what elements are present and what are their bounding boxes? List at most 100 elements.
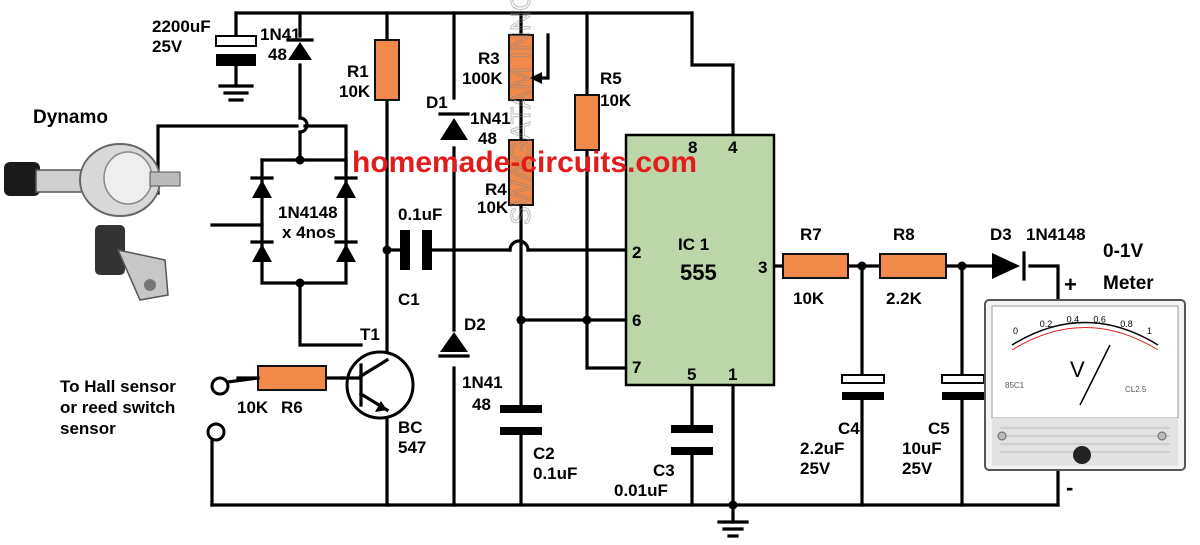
meter-scale-label: 0 <box>1013 326 1018 336</box>
meter-model: 85C1 <box>1005 381 1025 390</box>
r7-name: R7 <box>800 225 822 244</box>
c5-voltage: 25V <box>902 459 933 478</box>
resistor-r1: R1 10K <box>339 39 400 101</box>
d3-name: D3 <box>990 225 1012 244</box>
r4-value: 10K <box>477 198 509 217</box>
c2-name: C2 <box>533 444 555 463</box>
ic-name: IC 1 <box>678 235 709 254</box>
r1-name: R1 <box>347 62 369 81</box>
t1-name: T1 <box>360 325 380 344</box>
c3-name: C3 <box>653 461 675 480</box>
junction-dots <box>295 155 967 510</box>
diode-d2: D2 1N41 48 <box>438 315 503 414</box>
resistor-r4: R4 10K <box>477 139 534 217</box>
transistor-t1: T1 BC 547 <box>340 325 426 457</box>
wires <box>156 11 1060 524</box>
r5-value: 10K <box>600 91 632 110</box>
meter-plus: + <box>1064 272 1077 297</box>
d-top-name2: 48 <box>268 45 287 64</box>
r3-name: R3 <box>478 49 500 68</box>
c4-name: C4 <box>838 419 860 438</box>
d2-part2: 48 <box>472 395 491 414</box>
meter-scale-label: 0.6 <box>1093 315 1106 325</box>
capacitor-c4: C4 2.2uF 25V <box>800 374 885 478</box>
c1-value: 0.1uF <box>398 205 442 224</box>
c5-value: 10uF <box>902 439 942 458</box>
ic-pin2: 2 <box>632 243 641 262</box>
t1-part2: 547 <box>398 438 426 457</box>
voltmeter: V 85C1 CL2.5 0 0.2 0.4 0.6 0.8 1 0-1V Meter +… <box>984 241 1186 500</box>
meter-scale-label: 0.4 <box>1067 315 1080 325</box>
bridge-name: 1N4148 <box>278 203 338 222</box>
potentiometer-r3: R3 100K <box>462 34 542 101</box>
r8-name: R8 <box>893 225 915 244</box>
meter-title2: Meter <box>1103 273 1154 294</box>
c4-voltage: 25V <box>800 459 831 478</box>
dynamo-label: Dynamo <box>33 107 108 128</box>
resistor-r8: R8 2.2K <box>879 225 947 308</box>
ic-555: IC 1 555 8 4 2 3 6 7 5 1 <box>624 133 776 387</box>
ic-pin1: 1 <box>728 365 737 384</box>
c2-value: 0.1uF <box>533 464 577 483</box>
ic-pin8: 8 <box>688 138 697 157</box>
d-top-name: 1N41 <box>260 25 301 44</box>
c3-value: 0.01uF <box>614 481 668 500</box>
c1-name: C1 <box>398 290 420 309</box>
meter-scale-label: 1 <box>1147 326 1152 336</box>
diode-d3: D3 1N4148 <box>990 225 1086 281</box>
r5-name: R5 <box>600 69 622 88</box>
bridge-qty: x 4nos <box>282 223 336 242</box>
sensor-line3: sensor <box>60 419 116 438</box>
ic-pin6: 6 <box>632 311 641 330</box>
dynamo-image: Dynamo <box>4 107 181 301</box>
r1-value: 10K <box>339 82 371 101</box>
r6-value: 10K <box>237 398 269 417</box>
r8-value: 2.2K <box>886 289 923 308</box>
watermark-faint: SWAGATAM INNOVATIONS <box>505 0 536 225</box>
c-input-value: 2200uF <box>152 17 211 36</box>
bridge-rectifier: 1N4148 x 4nos <box>250 176 358 262</box>
meter-unit: V <box>1070 357 1085 382</box>
ic-pin3: 3 <box>758 258 767 277</box>
ic-pin4: 4 <box>728 138 738 157</box>
r4-name: R4 <box>485 180 507 199</box>
r3-value: 100K <box>462 69 503 88</box>
d3-part: 1N4148 <box>1026 225 1086 244</box>
capacitor-c5: C5 10uF 25V <box>902 374 985 478</box>
watermark: homemade-circuits.com <box>352 146 697 179</box>
capacitor-c2: C2 0.1uF <box>500 405 577 483</box>
diode-d1: D1 1N41 48 <box>426 93 511 148</box>
meter-minus: - <box>1066 475 1073 500</box>
meter-scale: 0 0.2 0.4 0.6 0.8 1 <box>1013 315 1152 336</box>
d1-part2: 48 <box>478 129 497 148</box>
c-input-voltage: 25V <box>152 37 183 56</box>
r7-value: 10K <box>793 289 825 308</box>
sensor-line1: To Hall sensor <box>60 377 176 396</box>
meter-scale-label: 0.8 <box>1120 319 1133 329</box>
diode-top: 1N41 48 <box>260 25 314 64</box>
sensor-terminals: To Hall sensor or reed switch sensor <box>60 376 260 442</box>
resistor-r6: 10K R6 <box>237 365 327 417</box>
c5-name: C5 <box>928 419 950 438</box>
d2-part: 1N41 <box>462 373 503 392</box>
meter-scale-label: 0.2 <box>1040 319 1053 329</box>
meter-class: CL2.5 <box>1125 385 1147 394</box>
sensor-line2: or reed switch <box>60 398 175 417</box>
meter-title1: 0-1V <box>1103 241 1143 262</box>
resistor-r7: R7 10K <box>782 225 849 308</box>
capacitor-2200uf: 2200uF 25V <box>152 17 257 102</box>
ic-pin7: 7 <box>632 358 641 377</box>
capacitor-c1: 0.1uF C1 <box>398 205 442 309</box>
ic-type: 555 <box>680 260 717 285</box>
t1-part: BC <box>398 418 423 437</box>
d1-part: 1N41 <box>470 109 511 128</box>
r6-name: R6 <box>281 398 303 417</box>
capacitor-c3: C3 0.01uF <box>614 425 713 500</box>
resistor-r5: R5 10K <box>574 69 632 151</box>
d1-name: D1 <box>426 93 448 112</box>
ic-pin5: 5 <box>687 365 696 384</box>
c4-value: 2.2uF <box>800 439 844 458</box>
ground-symbol <box>717 520 749 538</box>
d2-name: D2 <box>464 315 486 334</box>
